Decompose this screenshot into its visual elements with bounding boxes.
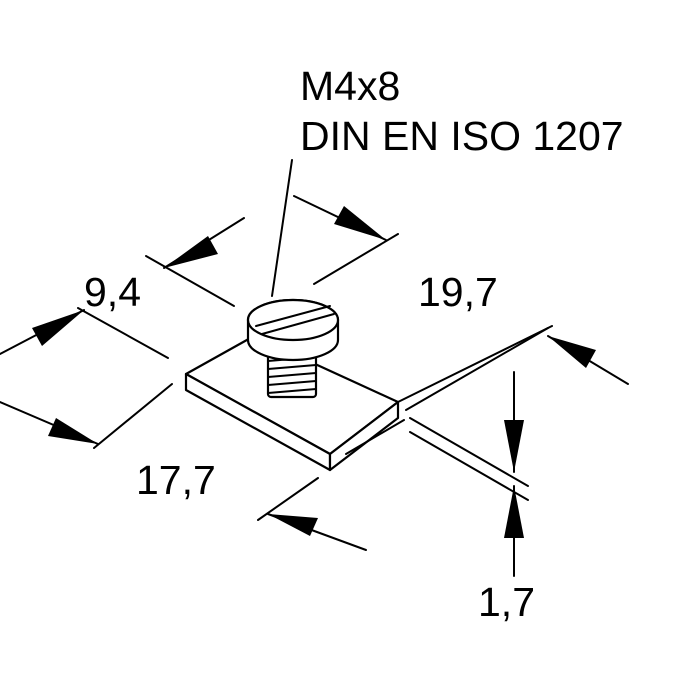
dim-thickness	[345, 325, 553, 577]
screw-size-label: M4x8	[300, 63, 400, 109]
screw	[246, 298, 340, 399]
dimension-width-label: 9,4	[84, 269, 141, 315]
dimension-length-top-label: 19,7	[418, 269, 498, 315]
dim-length-top	[293, 195, 629, 411]
dim-width-small	[0, 217, 245, 359]
dim-length-bottom	[0, 383, 367, 551]
screw-standard-label: DIN EN ISO 1207	[300, 113, 624, 159]
screw-slot	[255, 305, 335, 335]
dimension-thickness-label: 1,7	[478, 579, 535, 625]
dimension-length-bottom-label: 17,7	[136, 457, 216, 503]
screw-leader-line	[271, 159, 293, 297]
